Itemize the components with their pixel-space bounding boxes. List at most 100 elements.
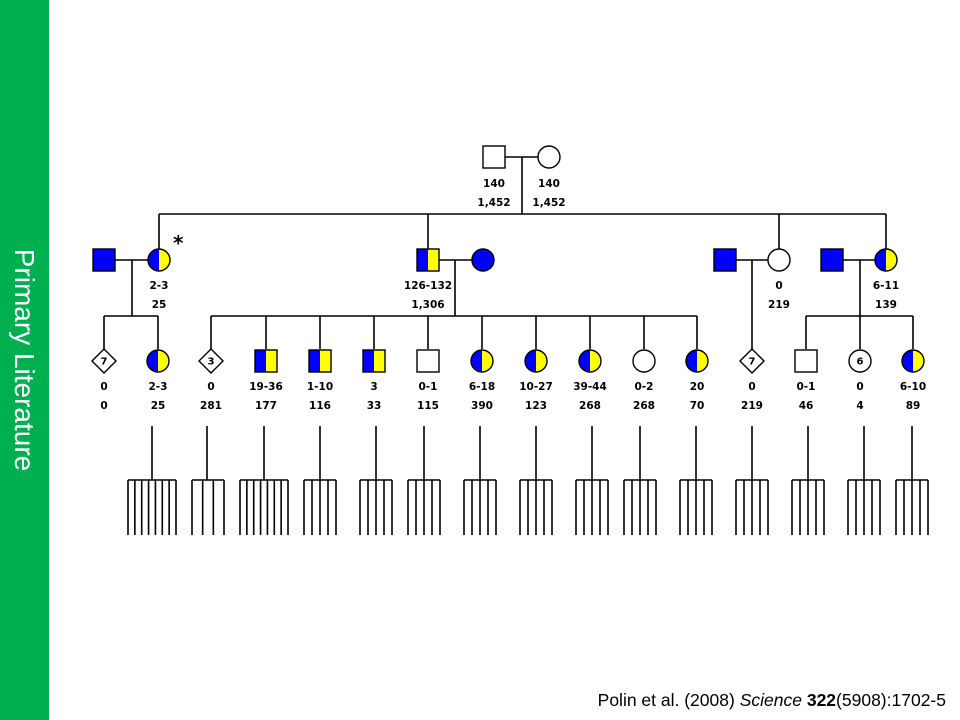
symbol-left-half: [147, 350, 158, 372]
offspring-count: 7: [101, 357, 108, 368]
symbol-outline: [470, 349, 494, 373]
count-label: 1,452: [477, 197, 510, 209]
symbol-left-half: [309, 350, 320, 372]
symbol-outline: [471, 248, 495, 272]
symbol-outline: [92, 248, 116, 272]
descendant-group-13: [791, 426, 825, 535]
gen2-mate-2: [471, 248, 495, 272]
count-label: 4: [856, 400, 863, 412]
count-label: 46: [799, 400, 814, 412]
count-label: 33: [367, 400, 382, 412]
symbol-left-half: [255, 350, 266, 372]
count-label: 1,306: [411, 299, 444, 311]
descendant-group-10: [623, 426, 657, 535]
descendant-group-9: [575, 426, 609, 535]
count-label: 281: [200, 400, 222, 412]
descendant-group-2: [191, 426, 225, 535]
descendant-group-11: [679, 426, 713, 535]
gen3-individual-11: [632, 349, 656, 373]
symbol-right-half: [320, 350, 331, 372]
count-label: 25: [152, 299, 167, 311]
offspring-count: 3: [208, 357, 215, 368]
symbol-right-half: [374, 350, 385, 372]
descendant-group-7: [463, 426, 497, 535]
genotype-label: 126-132: [404, 280, 452, 292]
symbol-left-half: [525, 350, 536, 372]
symbol-outline: [308, 349, 332, 373]
symbol-left-half: [363, 350, 374, 372]
genotype-label: 0-1: [797, 381, 816, 393]
gen2-individual-1: [147, 248, 171, 272]
count-label: 390: [471, 400, 493, 412]
gen3-individual-3: 3: [198, 348, 224, 374]
descendant-group-1: [127, 426, 177, 535]
gen3-individual-6: [362, 349, 386, 373]
offspring-count: 6: [857, 357, 864, 368]
symbol-outline: [482, 145, 506, 169]
genotype-label: 2-3: [150, 280, 169, 292]
symbol-left-half: [875, 249, 886, 271]
genotype-label: 2-3: [149, 381, 168, 393]
symbol-outline: [91, 348, 117, 374]
symbol-left-half: [471, 350, 482, 372]
count-label: 268: [579, 400, 601, 412]
gen3-individual-2: [146, 349, 170, 373]
descendant-group-15: [895, 426, 929, 535]
proband-asterisk: *: [173, 231, 184, 255]
count-label: 219: [741, 400, 763, 412]
genotype-label: 140: [483, 178, 505, 190]
citation: Polin et al. (2008) Science 322(5908):17…: [598, 690, 946, 711]
count-label: 1,452: [532, 197, 565, 209]
gen3-individual-5: [308, 349, 332, 373]
symbol-outline: [524, 349, 548, 373]
count-label: 177: [255, 400, 277, 412]
symbol-outline: [767, 248, 791, 272]
symbol-right-half: [886, 249, 897, 271]
gen2-mate-3: [713, 248, 737, 272]
genotype-label: 0: [100, 381, 107, 393]
citation-authors: Polin et al. (2008): [597, 690, 735, 710]
genotype-label: 6-11: [873, 280, 899, 292]
gen3-individual-7: [416, 349, 440, 373]
citation-journal: Science: [739, 690, 802, 710]
offspring-count: 7: [749, 357, 756, 368]
genotype-label: 0: [856, 381, 863, 393]
count-label: 89: [906, 400, 921, 412]
count-label: 70: [690, 400, 705, 412]
genotype-label: 19-36: [249, 381, 283, 393]
genotype-label: 10-27: [519, 381, 553, 393]
gen2-individual-3: [767, 248, 791, 272]
gen3-individual-10: [578, 349, 602, 373]
symbol-outline: [632, 349, 656, 373]
descendant-group-5: [359, 426, 393, 535]
gen2-mate-4: [820, 248, 844, 272]
symbol-right-half: [697, 350, 708, 372]
symbol-outline: [848, 349, 872, 373]
symbol-right-half: [266, 350, 277, 372]
gen2-individual-4: [874, 248, 898, 272]
founder-male-symbol: [482, 145, 506, 169]
sidebar: Primary Literature: [0, 0, 49, 720]
symbol-outline: [254, 349, 278, 373]
gen3-individual-1: 7: [91, 348, 117, 374]
descendant-group-3: [239, 426, 289, 535]
symbol-left-half: [148, 249, 159, 271]
citation-volume: 322: [806, 690, 837, 710]
count-label: 0: [100, 400, 107, 412]
symbol-outline: [794, 349, 818, 373]
descendant-group-6: [407, 426, 441, 535]
symbol-outline: [416, 349, 440, 373]
symbol-right-half: [590, 350, 601, 372]
founder-female-symbol: [537, 145, 561, 169]
genotype-label: 6-10: [900, 381, 926, 393]
count-label: 25: [151, 400, 166, 412]
genotype-label: 0: [775, 280, 782, 292]
gen3-individual-15: 6: [848, 349, 872, 373]
genotype-label: 140: [538, 178, 560, 190]
symbol-left-half: [579, 350, 590, 372]
symbol-left-half: [417, 249, 428, 271]
descendant-group-8: [519, 426, 553, 535]
symbol-right-half: [159, 249, 170, 271]
genotype-label: 20: [690, 381, 705, 393]
count-label: 123: [525, 400, 547, 412]
